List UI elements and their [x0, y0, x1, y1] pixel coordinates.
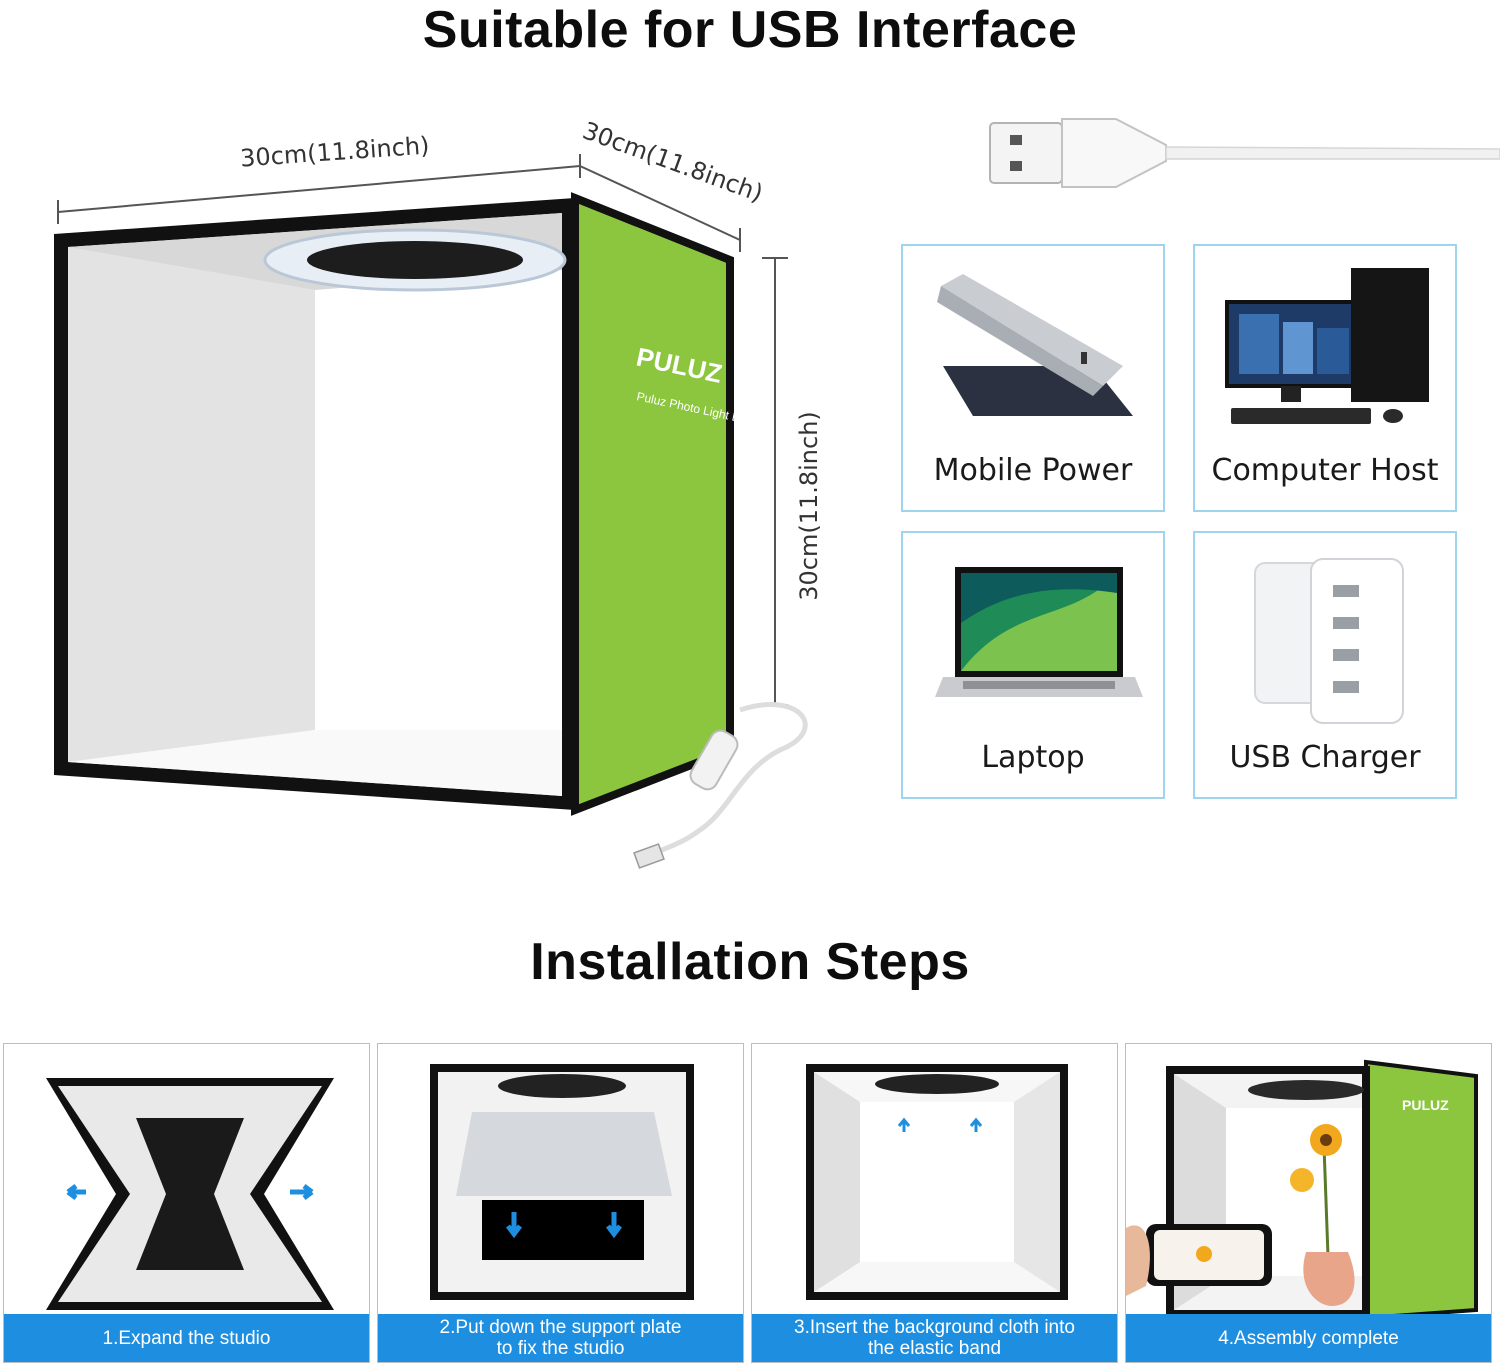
page-title: Suitable for USB Interface: [422, 1, 1078, 59]
arrow-down-icon: [606, 1212, 622, 1239]
power-source-card: Mobile Power: [901, 244, 1165, 512]
card-label: Mobile Power: [933, 453, 1133, 488]
usb-charger-icon: [1254, 558, 1404, 724]
installation-step: 2.Put down the support plate to fix the …: [377, 1043, 744, 1363]
installation-step: 1.Expand the studio: [3, 1043, 370, 1363]
arrow-down-icon: [506, 1212, 522, 1239]
background-cloth-illustration: [806, 1064, 1068, 1300]
power-source-card: Computer Host: [1193, 244, 1457, 512]
support-plate-illustration: [430, 1064, 694, 1300]
step-text-line2: to fix the studio: [496, 1338, 625, 1359]
step-text: 2.Put down the support plate: [439, 1317, 682, 1338]
step-caption: 1.Expand the studio: [4, 1314, 369, 1362]
installation-step: PULUZ 4.Assembly complete: [1125, 1043, 1492, 1363]
installation-step: 3.Insert the background cloth into the e…: [751, 1043, 1118, 1363]
arrow-right-icon: [290, 1184, 314, 1200]
card-label: USB Charger: [1229, 740, 1421, 775]
card-label: Laptop: [981, 740, 1085, 775]
step-text: 3.Insert the background cloth into: [794, 1317, 1075, 1338]
lightbox-graphic: PULUZ Puluz Photo Light Box: [54, 154, 808, 869]
height-label: 30cm(11.8inch): [794, 411, 823, 601]
assembly-complete-illustration: PULUZ: [1126, 1059, 1478, 1316]
expand-studio-illustration: [46, 1078, 334, 1310]
step-text-line2: the elastic band: [867, 1338, 1002, 1359]
desktop-computer-icon: [1225, 268, 1429, 424]
step-caption: 3.Insert the background cloth into the e…: [752, 1314, 1117, 1362]
usb-plug-icon: [986, 105, 1500, 195]
laptop-icon: [935, 567, 1143, 697]
step-text: 1.Expand the studio: [102, 1327, 271, 1349]
arrow-up-icon: [897, 1117, 911, 1132]
arrow-up-icon: [969, 1117, 983, 1132]
step-text: 4.Assembly complete: [1218, 1327, 1399, 1349]
step-caption: 2.Put down the support plate to fix the …: [378, 1314, 743, 1362]
power-source-card: Laptop: [901, 531, 1165, 799]
power-bank-icon: [937, 274, 1133, 416]
installation-title: Installation Steps: [530, 933, 970, 991]
card-label: Computer Host: [1211, 453, 1439, 488]
lightbox-illustration: PULUZ Puluz Photo Light Box: [40, 110, 840, 880]
step-caption: 4.Assembly complete: [1126, 1314, 1491, 1362]
brand-logo: PULUZ: [1402, 1097, 1449, 1113]
arrow-left-icon: [66, 1184, 86, 1200]
power-source-card: USB Charger: [1193, 531, 1457, 799]
